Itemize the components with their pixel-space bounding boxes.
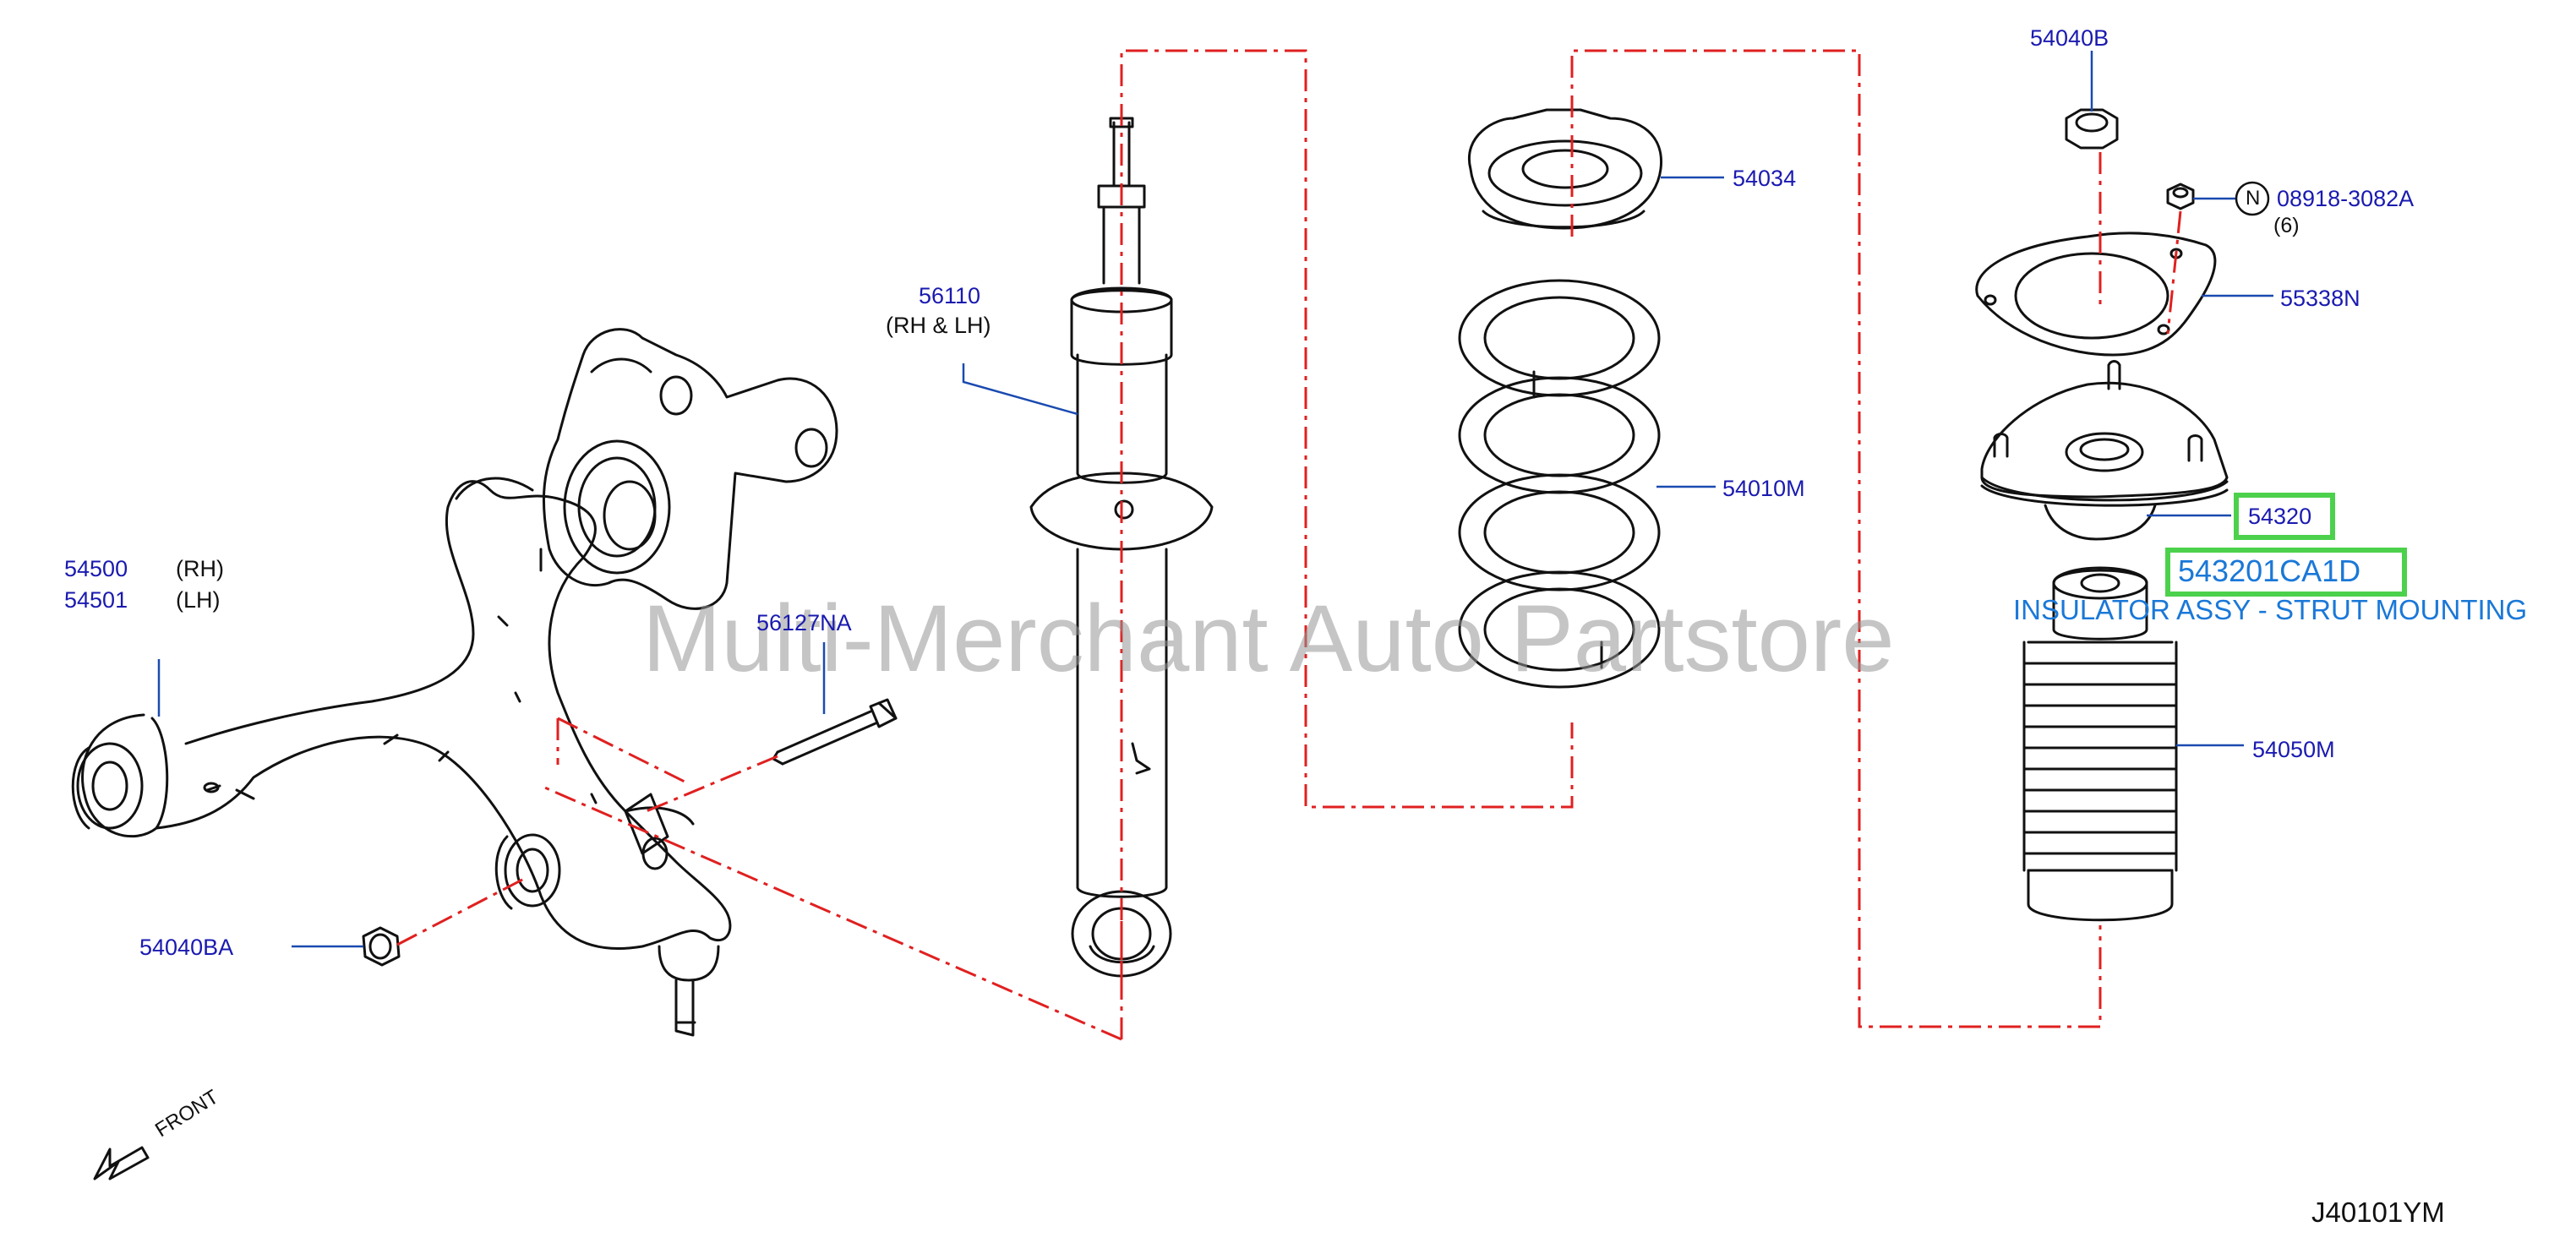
label-56127na[interactable]: 56127NA (756, 610, 852, 635)
label-54320[interactable]: 54320 (2248, 504, 2312, 529)
diagram-code: J40101YM (2311, 1197, 2445, 1228)
label-08918-qty: (6) (2273, 214, 2300, 237)
label-56110-side: (RH & LH) (886, 313, 991, 338)
insulator-54320-drawing (1980, 360, 2229, 541)
label-54050m[interactable]: 54050M (2252, 737, 2335, 762)
label-54040ba[interactable]: 54040BA (139, 935, 234, 960)
plate-55338n-drawing (1975, 232, 2217, 357)
label-note-n: N (2246, 187, 2261, 210)
highlight-box-part-number (2165, 548, 2407, 597)
watermark: Multi-Merchant Auto Partstore (642, 586, 1895, 691)
label-54501[interactable]: 54501 (64, 587, 128, 613)
label-54040b[interactable]: 54040B (2030, 25, 2109, 51)
label-54500[interactable]: 54500 (64, 556, 128, 581)
leader-lines (157, 51, 2273, 948)
nut-54040ba-drawing (362, 926, 401, 967)
note-n-circle (2235, 181, 2270, 216)
bolt-08918-drawing (2166, 183, 2195, 210)
highlight-description: INSULATOR ASSY - STRUT MOUNTING (2013, 594, 2528, 625)
label-54501-side: (LH) (176, 587, 221, 613)
highlight-part-number[interactable]: 543201CA1D (2178, 553, 2361, 588)
dust-boot-54050m-drawing (2022, 566, 2178, 922)
label-08918-3082a[interactable]: 08918-3082A (2277, 186, 2415, 211)
upper-mount-54034-drawing (1467, 108, 1663, 230)
label-56110[interactable]: 56110 (919, 283, 981, 308)
knuckle-drawing (542, 328, 838, 610)
bolt-56127na-drawing (772, 698, 898, 766)
label-54500-side: (RH) (176, 556, 224, 581)
lower-control-arm-drawing (71, 477, 732, 1037)
label-54034[interactable]: 54034 (1733, 166, 1797, 191)
front-arrow-drawing (93, 1146, 150, 1180)
highlight-box-54320 (2234, 493, 2335, 540)
nut-54040b-drawing (2065, 108, 2119, 150)
coil-spring-drawing (1458, 279, 1661, 689)
label-55338n[interactable]: 55338N (2280, 286, 2360, 311)
assembly-lines (396, 49, 2182, 1041)
label-54010m[interactable]: 54010M (1722, 476, 1805, 501)
